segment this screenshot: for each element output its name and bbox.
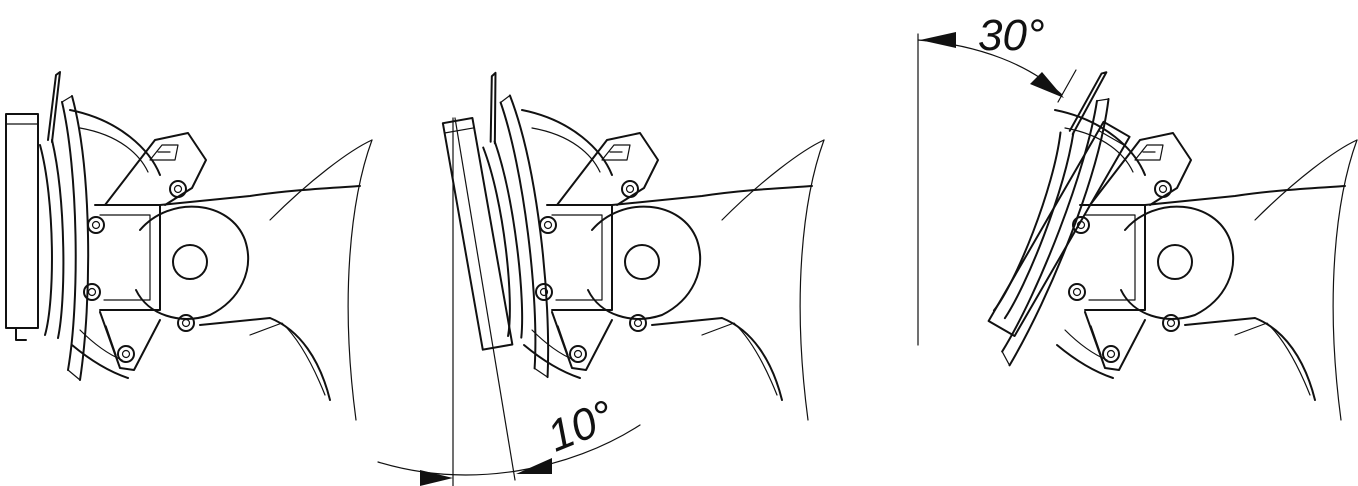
arrow-head-icon <box>920 32 956 48</box>
angle-label-10: 10° <box>541 391 621 461</box>
monitor-plate <box>441 116 514 351</box>
mount-panel-0deg <box>5 71 373 421</box>
angle-dimension-30deg: 30° <box>917 11 1077 346</box>
arrow-head-icon <box>420 470 453 486</box>
angle-dimension-10deg: 10° <box>377 117 641 486</box>
monitor-plate <box>5 113 39 329</box>
mount-panel-10deg <box>441 68 825 421</box>
arrow-head-icon <box>1030 72 1064 98</box>
angle-label-30: 30° <box>978 11 1045 60</box>
mount-panel-30deg <box>971 63 1358 421</box>
arrow-head-icon <box>516 458 552 474</box>
